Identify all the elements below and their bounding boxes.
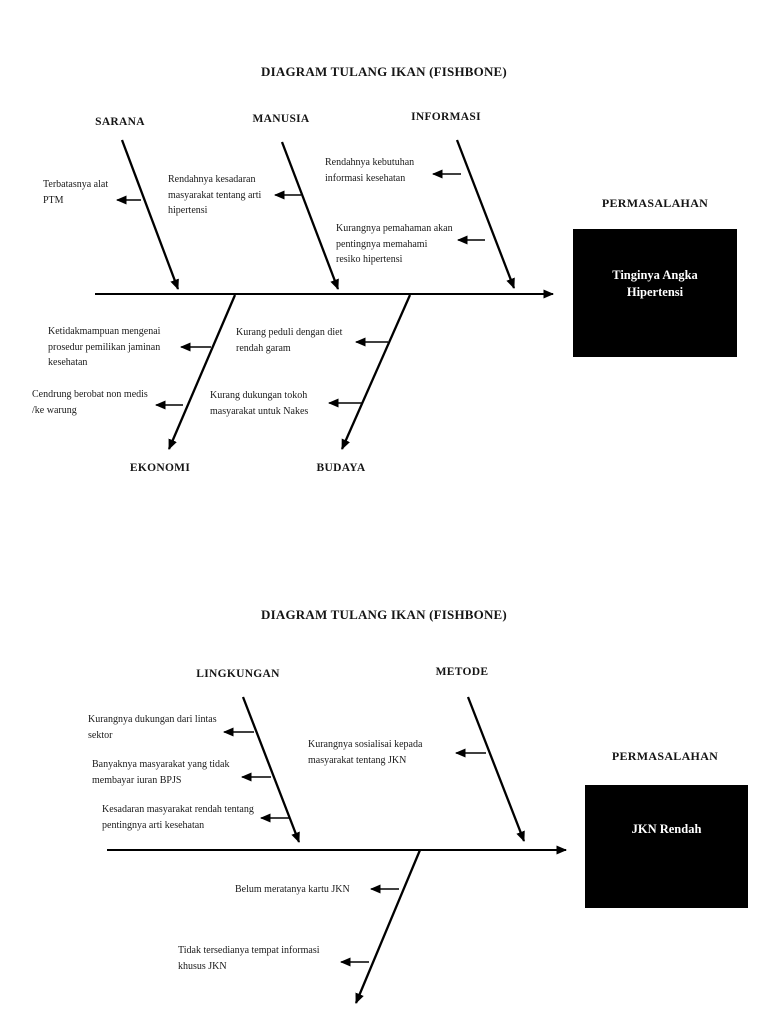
d2-bone-metode xyxy=(466,696,526,842)
diagram1-title: DIAGRAM TULANG IKAN (FISHBONE) xyxy=(261,64,507,79)
problem-label-1: PERMASALAHAN xyxy=(601,196,709,210)
d1-bone-ekonomi xyxy=(167,294,237,450)
category-label-ekonomi: EKONOMI xyxy=(129,462,191,474)
category-label-lingkungan: LINGKUNGAN xyxy=(196,668,280,680)
category-label-metode: METODE xyxy=(435,666,489,678)
cause-text: Cendrung berobat non medis/ke warung xyxy=(32,389,148,416)
diagram2-title: DIAGRAM TULANG IKAN (FISHBONE) xyxy=(261,607,507,622)
d2-bone-bottom xyxy=(354,849,422,1004)
d1-bone-manusia xyxy=(280,141,340,290)
cause-text: Belum meratanya kartu JKN xyxy=(235,884,350,895)
d1-bone-informasi xyxy=(455,139,516,289)
problem-box-2: JKN Rendah xyxy=(585,785,748,908)
category-label-budaya: BUDAYA xyxy=(316,462,366,474)
problem-box-2-text: JKN Rendah xyxy=(631,822,702,836)
category-label-informasi: INFORMASI xyxy=(411,111,481,123)
d1-bone-budaya xyxy=(340,294,412,450)
category-label-manusia: MANUSIA xyxy=(252,113,310,125)
problem-label-2: PERMASALAHAN xyxy=(611,749,719,763)
category-label-sarana: SARANA xyxy=(95,116,145,128)
d1-bone-sarana xyxy=(120,139,180,290)
